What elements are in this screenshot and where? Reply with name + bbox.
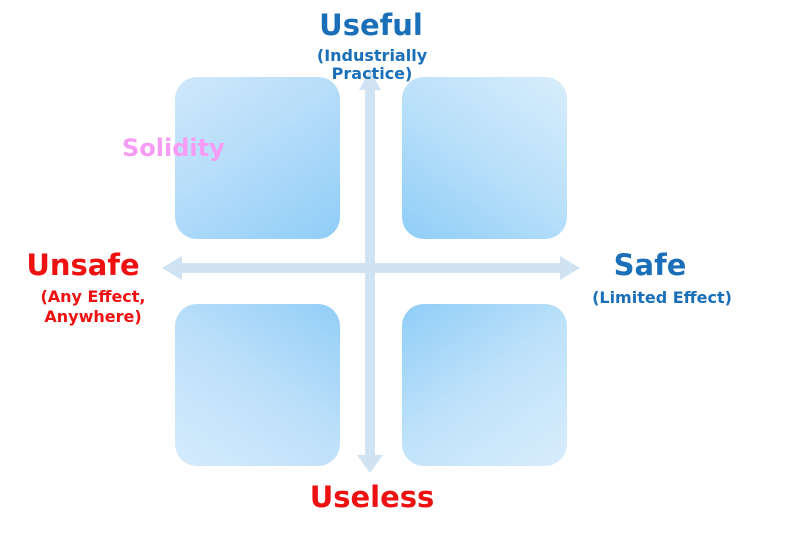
useless-label: Useless xyxy=(309,480,435,514)
up-arrow-icon xyxy=(359,70,381,90)
horizontal-axis-line xyxy=(178,263,564,273)
useful-sublabel-line1: (Industrially xyxy=(316,46,428,65)
safe-sublabel: (Limited Effect) xyxy=(592,288,732,307)
quadrant-top-right xyxy=(402,77,567,239)
useful-label: Useful xyxy=(319,8,423,42)
quadrant-bottom-left xyxy=(175,304,340,466)
unsafe-sublabel-line2: Anywhere) xyxy=(44,307,142,326)
quadrant-top-left xyxy=(175,77,340,239)
solidity-label: Solidity xyxy=(122,134,225,162)
unsafe-label: Unsafe xyxy=(26,248,140,282)
left-arrow-icon xyxy=(162,256,182,280)
safe-label: Safe xyxy=(613,248,687,282)
useful-sublabel-line2: Practice) xyxy=(331,64,413,83)
quadrant-bottom-right xyxy=(402,304,567,466)
useful-sublabel: (Industrially Practice) xyxy=(300,47,444,83)
down-arrow-icon xyxy=(357,455,383,473)
unsafe-sublabel-line1: (Any Effect, xyxy=(40,287,146,306)
unsafe-sublabel: (Any Effect, Anywhere) xyxy=(18,287,168,327)
right-arrow-icon xyxy=(560,256,580,280)
